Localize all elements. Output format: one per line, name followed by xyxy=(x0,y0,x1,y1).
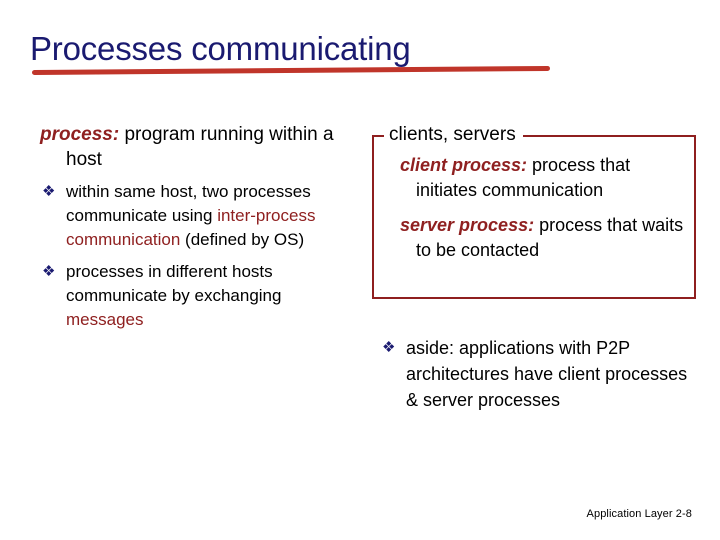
bullet-0-part2: (defined by OS) xyxy=(180,230,305,249)
list-item: ❖ processes in different hosts communica… xyxy=(40,260,360,332)
diamond-bullet-icon: ❖ xyxy=(42,183,56,200)
client-process-definition-text: process that initiates communication xyxy=(416,155,631,200)
bullet-1-highlight: messages xyxy=(66,310,144,329)
aside-p2p-text: aside: applications with P2P architectur… xyxy=(406,338,688,410)
client-process-definition: client process: process that initiates c… xyxy=(386,153,686,203)
clients-servers-box-legend: clients, servers xyxy=(384,124,523,146)
process-definition-text: program running within a host xyxy=(66,124,334,170)
server-process-definition: server process: process that waits to be… xyxy=(386,213,686,263)
diamond-bullet-icon: ❖ xyxy=(42,263,56,280)
left-column: process: program running within a host ❖… xyxy=(40,122,360,332)
bullet-0-part1: within same host, two processes communic… xyxy=(66,182,311,225)
server-process-term: server process: xyxy=(400,215,535,235)
bullet-0-highlight: inter-process communication xyxy=(66,206,316,249)
bullet-text-different-hosts: processes in different hosts communicate… xyxy=(66,260,360,332)
bullet-1-part1: processes in different hosts communicate… xyxy=(66,262,282,305)
server-process-definition-text: process that waits to be contacted xyxy=(416,215,684,260)
list-item: ❖ within same host, two processes commun… xyxy=(40,180,360,252)
title-block: Processes communicating xyxy=(30,30,630,82)
bullet-text-same-host: within same host, two processes communic… xyxy=(66,180,360,252)
diamond-bullet-icon: ❖ xyxy=(382,339,396,356)
footer-slide-number: Application Layer 2-8 xyxy=(586,508,692,520)
right-column: clients, servers client process: process… xyxy=(372,120,700,413)
process-definition: process: program running within a host xyxy=(40,122,360,172)
page-title: Processes communicating xyxy=(30,30,411,67)
process-term: process: xyxy=(40,124,120,145)
list-item: ❖ aside: applications with P2P architect… xyxy=(372,335,700,413)
clients-servers-box: clients, servers client process: process… xyxy=(372,124,696,299)
client-process-term: client process: xyxy=(400,155,528,175)
